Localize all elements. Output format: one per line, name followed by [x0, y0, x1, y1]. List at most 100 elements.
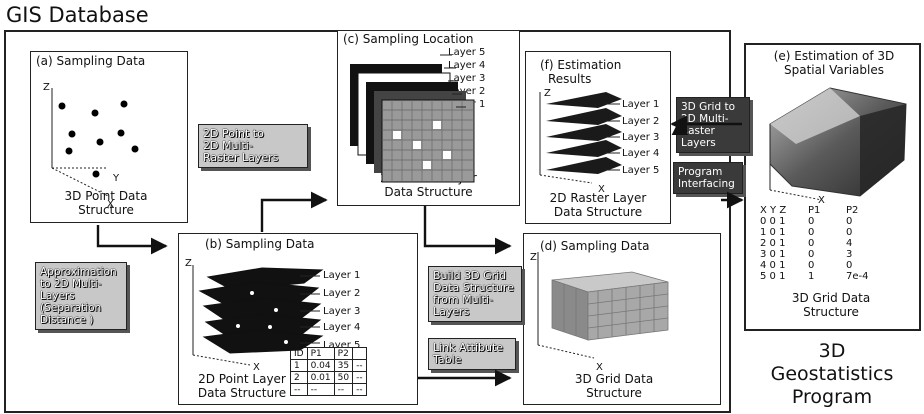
- panel-b-layer-2: Layer 2: [323, 288, 361, 299]
- panel-f-layer-4: Layer 4: [622, 148, 660, 159]
- panel-c-title: (c) Sampling Location: [343, 32, 474, 46]
- e-table-cell: 4: [846, 238, 853, 249]
- e-table-cell: 1: [808, 271, 815, 282]
- e-table-cell: 0: [808, 238, 815, 249]
- panel-a: (a) Sampling Data Z Y X 3D Point Data St…: [30, 51, 188, 223]
- panel-c-caption-line2: Data Structure: [384, 185, 473, 199]
- panel-a-title: (a) Sampling Data: [36, 54, 146, 68]
- panel-b-layer-3: Layer 3: [323, 306, 361, 317]
- panel-f-caption-line1: 2D Raster Layer: [549, 191, 647, 205]
- panel-a-axis-x: X: [107, 199, 114, 210]
- program-label-line3: Program: [791, 386, 873, 408]
- e-table-cell: 0: [846, 227, 853, 238]
- panel-d-caption: 3D Grid Data Structure: [554, 372, 674, 400]
- panel-c-layer-4: Layer 4: [448, 60, 486, 71]
- process-text: Build 3D Grid: [433, 269, 507, 282]
- process-text: Program: [678, 166, 723, 178]
- panel-b-layer-1: Layer 1: [323, 270, 361, 281]
- e-header-p1: P1: [808, 205, 821, 216]
- panel-b-title: (b) Sampling Data: [205, 237, 315, 251]
- process-text: Data Structure: [433, 281, 514, 294]
- panel-a-caption-line1: 3D Point Data: [64, 189, 148, 203]
- process-text: Table: [433, 353, 462, 366]
- e-table-cell: 7e-4: [846, 271, 869, 282]
- arrow-b-to-c: [260, 191, 328, 232]
- panel-d-axis: [537, 252, 595, 359]
- arrow-c-to-d: [423, 206, 512, 255]
- e-header-p2: P2: [846, 205, 859, 216]
- panel-e-title-line2: Spatial Variables: [784, 63, 884, 77]
- panel-a-axis-z: Z: [43, 82, 50, 93]
- attr-cell: --: [352, 383, 367, 396]
- panel-b-layers: [198, 267, 324, 354]
- panel-f-title-line2: Results: [548, 72, 592, 86]
- panel-b-axis: [192, 265, 251, 366]
- panel-b-axis-z: Z: [185, 258, 192, 269]
- panel-c-raster-stack: [350, 64, 475, 183]
- panel-e-title: (e) Estimation of 3D Spatial Variables: [752, 49, 916, 77]
- process-text: Interfacing: [678, 178, 735, 190]
- e-table-cell: 0: [808, 227, 815, 238]
- panel-d-grid-block: [551, 271, 669, 341]
- panel-f-layer-leaders: [605, 103, 620, 171]
- panel-b-caption-line1: 2D Point Layer: [198, 372, 286, 386]
- panel-e-caption-line1: 3D Grid Data: [791, 291, 871, 305]
- panel-c-raster-grid: [382, 100, 474, 182]
- panel-e-axis: [769, 124, 823, 201]
- program-label-line1: 3D: [818, 340, 846, 362]
- arrow-a-to-b: [96, 225, 168, 255]
- process-box-approximation: Approximation to 2D Multi- Layers (Separ…: [35, 262, 127, 330]
- attribute-table: ID P1 P2 1 0.04 35 -- 2 0.01 50 -- -- --…: [290, 347, 367, 396]
- panel-f-layer-5: Layer 5: [622, 165, 660, 176]
- panel-b-axis-x: X: [253, 362, 260, 373]
- panel-b-layer-leaders: [300, 275, 320, 344]
- panel-a-axes: [51, 88, 109, 197]
- process-text: 2D Point to: [203, 127, 264, 140]
- panel-d-axis-z: Z: [530, 252, 537, 263]
- panel-c-layer-2: Layer 2: [448, 86, 486, 97]
- panel-d-axis-x: X: [596, 362, 603, 373]
- panel-c-sample-cells: [393, 121, 451, 169]
- process-box-link-attribute: Link Attibute Table: [428, 338, 516, 370]
- panel-f-axis-z: Z: [544, 88, 551, 99]
- panel-f-title: (f) Estimation Results: [540, 58, 660, 86]
- panel-c-layer-5: Layer 5: [448, 47, 486, 58]
- process-text: from Multi-: [433, 293, 493, 306]
- process-text: Link Attibute: [433, 341, 504, 354]
- panel-c-layer-leaders: [440, 54, 466, 108]
- panel-b-layer-4: Layer 4: [323, 322, 361, 333]
- panel-b-layer-5: Layer 5: [323, 340, 361, 351]
- panel-e-caption-line2: Structure: [803, 305, 859, 319]
- program-label: 3D Geostatistics Program: [744, 340, 920, 409]
- attr-cell: --: [306, 383, 335, 396]
- panel-f-caption-line2: Data Structure: [553, 205, 643, 219]
- panel-f-caption: 2D Raster Layer Data Structure: [526, 191, 670, 219]
- attr-cell: --: [352, 371, 367, 384]
- attribute-table-header: ID P1 P2: [290, 347, 367, 360]
- e-table-cell: 0: [808, 260, 815, 271]
- attr-cell: --: [333, 383, 354, 396]
- process-text: Distance ): [40, 314, 94, 326]
- e-table-cell: 4 0 1: [760, 260, 786, 271]
- e-table-cell: 3 0 1: [760, 249, 786, 260]
- e-table-cell: 0: [808, 216, 815, 227]
- panel-f-layer-2: Layer 2: [622, 116, 660, 127]
- panel-f-layers: [546, 92, 622, 174]
- process-text: (Separation: [40, 302, 102, 314]
- e-table-cell: 0: [846, 216, 853, 227]
- e-table-cell: 3: [846, 249, 853, 260]
- process-box-point-to-raster: 2D Point to 2D Multi- Raster Layers: [198, 124, 308, 168]
- panel-f-layer-3: Layer 3: [622, 132, 660, 143]
- panel-a-axis-y: Y: [113, 173, 120, 184]
- panel-d-caption-line1: 3D Grid Data: [574, 372, 654, 386]
- e-table-cell: 5 0 1: [760, 271, 786, 282]
- process-text: Approximation: [40, 266, 117, 278]
